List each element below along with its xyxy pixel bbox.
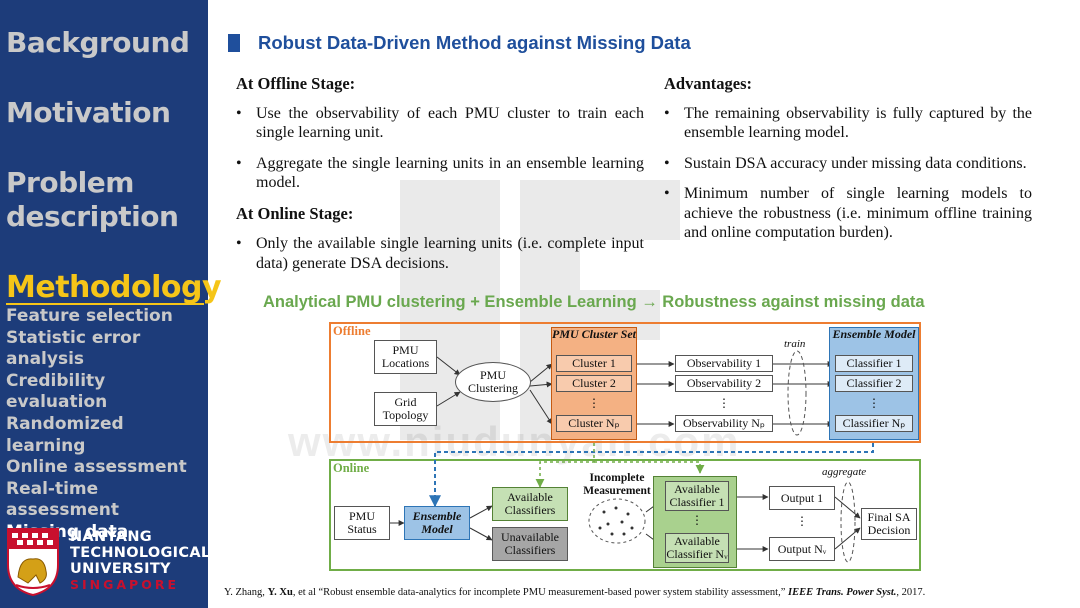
- observability-2: Observability 2: [675, 375, 773, 392]
- university-name: NANYANG TECHNOLOGICAL UNIVERSITY SINGAPO…: [70, 529, 210, 593]
- diagram-subtitle: Analytical PMU clustering + Ensemble Lea…: [263, 293, 925, 311]
- left-column: At Offline Stage: Use the observability …: [236, 74, 644, 273]
- output-nv: Output Nᵥ: [769, 537, 835, 561]
- ref-journal: IEEE Trans. Power Syst.: [787, 587, 897, 598]
- title-marker: [228, 34, 240, 52]
- logo-line-4: SINGAPORE: [70, 577, 180, 592]
- pmu-locations-box: PMU Locations: [374, 340, 437, 374]
- cluster-set-title: PMU Cluster Set: [551, 327, 636, 341]
- available-classifier-1: Available Classifier 1: [665, 481, 729, 511]
- university-logo: NANYANG TECHNOLOGICAL UNIVERSITY SINGAPO…: [6, 527, 210, 599]
- unavailable-classifiers-box: Unavailable Classifiers: [492, 527, 568, 561]
- observability-ellipsis: ⋮: [718, 396, 730, 410]
- logo-line-2: TECHNOLOGICAL: [70, 545, 211, 561]
- offline-bullet-2: Aggregate the single learning units in a…: [236, 154, 644, 193]
- nav-description[interactable]: description: [6, 200, 179, 233]
- cluster-1: Cluster 1: [556, 355, 632, 372]
- subnav-online[interactable]: Online assessment: [6, 457, 187, 478]
- subnav-statistic-error[interactable]: Statistic error analysis: [6, 327, 141, 370]
- classifier-2: Classifier 2: [835, 375, 913, 392]
- advantages-heading: Advantages:: [664, 74, 753, 93]
- active-underline: [6, 303, 204, 305]
- ref-year: , 2017.: [896, 587, 926, 598]
- logo-line-3: UNIVERSITY: [70, 561, 171, 577]
- crest-icon: [7, 528, 59, 597]
- subnav-feature-selection[interactable]: Feature selection: [6, 306, 173, 326]
- right-column: Advantages: The remaining observability …: [664, 74, 1032, 243]
- online-bullet-1: Only the available single learning units…: [236, 234, 644, 273]
- subnav-realtime[interactable]: Real-time assessment: [6, 478, 119, 521]
- observability-1: Observability 1: [675, 355, 773, 372]
- online-heading: At Online Stage:: [236, 203, 354, 223]
- output-ellipsis: ⋮: [796, 514, 808, 528]
- nav-problem[interactable]: Problem: [6, 166, 134, 199]
- output-1: Output 1: [769, 486, 835, 510]
- ref-authors-pre: Y. Zhang,: [224, 587, 268, 598]
- reference: Y. Zhang, Y. Xu, et al “Robust ensemble …: [224, 587, 925, 598]
- cluster-2: Cluster 2: [556, 375, 632, 392]
- measurement-cloud-icon: [588, 498, 646, 544]
- watermark-url: www.niudunyan.com: [288, 418, 741, 465]
- available-classifiers-box: Available Classifiers: [492, 487, 568, 521]
- ref-author-bold: Y. Xu: [267, 587, 293, 598]
- cluster-ellipsis: ⋮: [588, 396, 600, 410]
- train-label: train: [784, 338, 806, 350]
- classifier-1: Classifier 1: [835, 355, 913, 372]
- grid-topology-box: Grid Topology: [374, 392, 437, 426]
- offline-bullet-1: Use the observability of each PMU cluste…: [236, 104, 644, 143]
- offline-heading: At Offline Stage:: [236, 74, 356, 93]
- available-classifier-nv: Available Classifier Nᵥ: [665, 533, 729, 563]
- pmu-clustering-node: PMU Clustering: [455, 362, 531, 402]
- ensemble-title: Ensemble Model: [832, 327, 916, 341]
- nav-motivation[interactable]: Motivation: [6, 96, 171, 129]
- classifier-np: Classifier Nₚ: [835, 415, 913, 432]
- ref-authors-post: , et al “Robust ensemble data-analytics …: [292, 587, 788, 598]
- advantage-3: Minimum number of single learning models…: [664, 184, 1032, 243]
- advantage-2: Sustain DSA accuracy under missing data …: [664, 154, 1032, 174]
- offline-label: Offline: [333, 324, 371, 338]
- page-title: Robust Data-Driven Method against Missin…: [258, 32, 691, 53]
- available-ellipsis: ⋮: [691, 513, 703, 527]
- subnav: Feature selection Statistic error analys…: [6, 306, 208, 544]
- ensemble-model-online: Ensemble Model: [404, 506, 470, 540]
- advantage-1: The remaining observability is fully cap…: [664, 104, 1032, 143]
- logo-line-1: NANYANG: [70, 529, 152, 545]
- aggregate-label: aggregate: [822, 466, 867, 478]
- final-decision-box: Final SA Decision: [861, 508, 917, 540]
- nav-methodology[interactable]: Methodology: [6, 270, 222, 305]
- subnav-credibility[interactable]: Credibility evaluation: [6, 370, 108, 413]
- online-label: Online: [333, 461, 370, 475]
- incomplete-measurement-label: Incomplete Measurement: [583, 472, 651, 497]
- observability-np: Observability Nₚ: [675, 415, 773, 432]
- subnav-randomized[interactable]: Randomized learning: [6, 413, 124, 456]
- nav-background[interactable]: Background: [6, 26, 190, 59]
- cluster-np: Cluster Nₚ: [556, 415, 632, 432]
- sidebar: Background Motivation Problem descriptio…: [0, 0, 222, 608]
- pmu-status-box: PMU Status: [334, 506, 390, 540]
- classifier-ellipsis: ⋮: [868, 396, 880, 410]
